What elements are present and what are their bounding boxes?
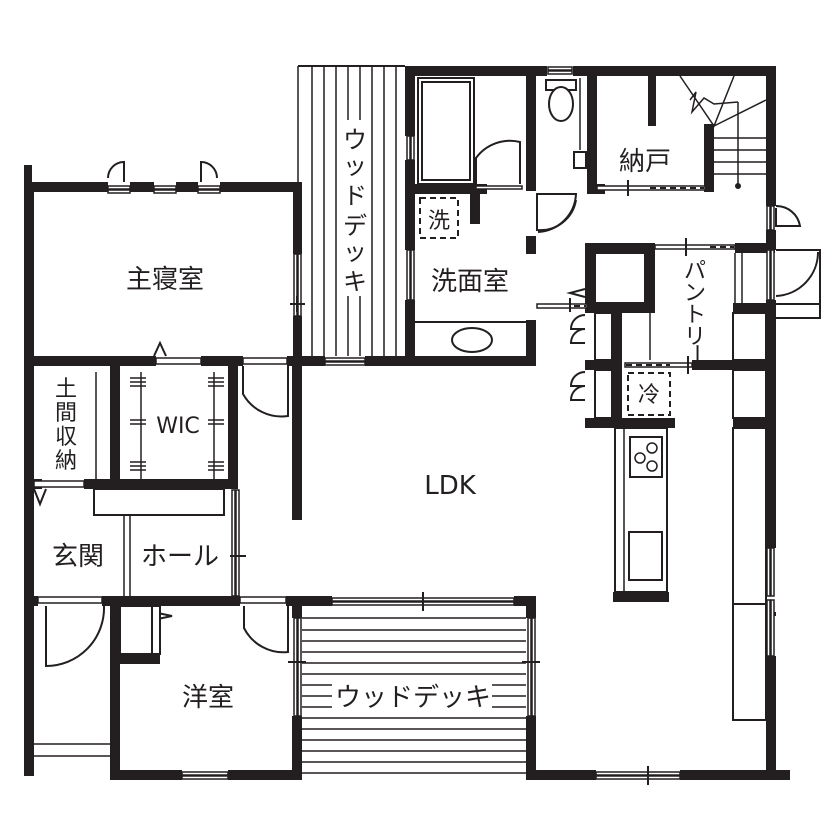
doma-storage-char-2: 間 [55, 401, 77, 426]
wood-deck-north-char-6: キ [343, 268, 367, 296]
doma-storage-char-3: 収 [55, 425, 77, 450]
wood-deck-north: ウ ッ ド デ ッ キ [297, 65, 405, 356]
western-room-label: 洋室 [182, 683, 234, 713]
room-labels: 主寝室 洗面室 納戸 パ ン ト リ ー 土 間 収 納 WIC LDK 玄関 … [52, 147, 708, 713]
sink-icon [628, 531, 663, 581]
walls [24, 66, 790, 780]
wic-rods [130, 372, 224, 479]
windows [37, 66, 775, 785]
closet-storage-label: 納戸 [619, 147, 671, 177]
doma-storage-char-4: 納 [55, 449, 77, 474]
toilet-icon [545, 78, 587, 169]
hall-label: ホール [141, 542, 219, 572]
wood-deck-north-char-5: ッ [343, 238, 367, 266]
pantry-char-2: ン [684, 281, 706, 306]
washbasin-icon [415, 321, 526, 353]
wood-deck-south-label: ウッドデッキ [335, 683, 491, 713]
ldk-label: LDK [424, 471, 477, 501]
wood-deck-north-char-4: デ [343, 212, 367, 240]
fixtures: 洗 [33, 75, 767, 757]
stairs-icon [679, 75, 767, 189]
pantry-char-5: ー [683, 343, 708, 365]
pantry-char-1: パ [684, 259, 706, 284]
pantry-char-4: リ [684, 325, 706, 350]
washer-label: 洗 [428, 209, 450, 234]
wood-deck-north-char-1: ウ [343, 126, 367, 154]
doma-storage-char-1: 土 [55, 377, 77, 402]
master-bedroom-label: 主寝室 [126, 265, 204, 295]
wic-label: WIC [156, 414, 200, 439]
fridge-label: 冷 [638, 383, 660, 408]
washroom-label: 洗面室 [431, 267, 509, 297]
stove-icon [629, 436, 663, 478]
entrance-label: 玄関 [52, 542, 104, 572]
washer-spot [419, 197, 459, 239]
wood-deck-north-char-2: ッ [343, 152, 367, 180]
pantry-char-3: ト [684, 303, 706, 328]
bathtub-icon [417, 77, 475, 185]
doors [33, 139, 821, 668]
wood-deck-south: ウッドデッキ [302, 617, 526, 774]
fridge-spot [627, 372, 671, 416]
wood-deck-north-char-3: ド [343, 182, 367, 210]
